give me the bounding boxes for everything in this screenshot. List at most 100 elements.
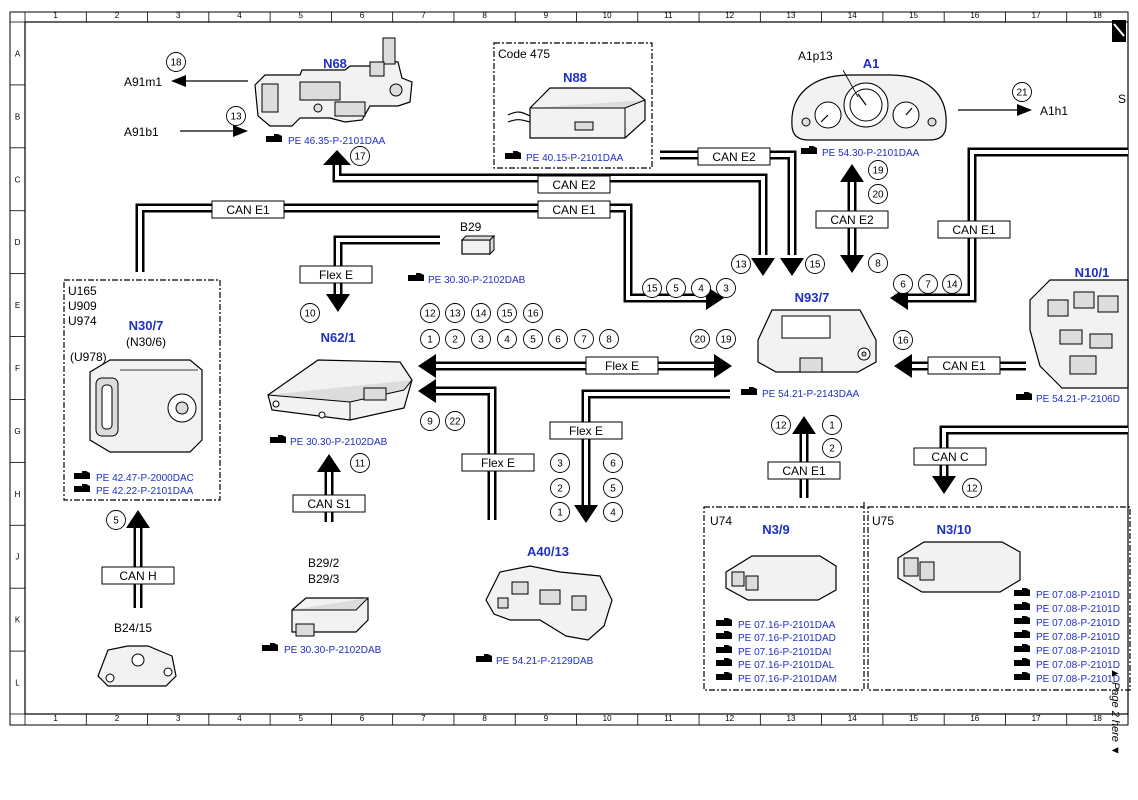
- n88-group-box: [493, 42, 653, 169]
- marker-circle: [822, 415, 842, 435]
- marker-circle: [731, 254, 751, 274]
- marker-number: 2: [452, 335, 458, 346]
- marker-circle: [716, 329, 736, 349]
- grid-col-top: 5: [299, 11, 304, 20]
- corner-mark-icon: [1112, 20, 1126, 42]
- n3-10-ref-2: PE 07.08-P-2101D: [1036, 604, 1120, 615]
- n30-label: N30/7: [129, 318, 164, 333]
- marker-number: 7: [925, 280, 931, 291]
- n3-9-ref-2: PE 07.16-P-2101DAD: [738, 633, 836, 644]
- marker-number: 4: [610, 508, 616, 519]
- n3-10-group-box: [867, 506, 1131, 691]
- marker-number: 4: [504, 335, 510, 346]
- marker-number: 20: [872, 190, 884, 201]
- marker-circle: [471, 303, 491, 323]
- grid-col-top: 10: [603, 11, 612, 20]
- grid-row-label: L: [15, 679, 20, 688]
- marker-circle: [350, 146, 370, 166]
- marker-circle: [868, 160, 888, 180]
- grid-col-top: 17: [1032, 11, 1041, 20]
- n3-10-device-drawing: [897, 541, 1021, 593]
- marker-circle: [350, 453, 370, 473]
- marker-circle: [523, 329, 543, 349]
- marker-number: 3: [557, 459, 563, 470]
- a1p13-label: A1p13: [798, 49, 833, 63]
- marker-circle: [805, 254, 825, 274]
- n30-variant-3: U974: [68, 314, 97, 328]
- n93-label: N93/7: [795, 290, 830, 305]
- marker-circle: [574, 329, 594, 349]
- marker-number: 16: [527, 309, 539, 320]
- marker-circle: [300, 303, 320, 323]
- svg-text:CAN C: CAN C: [931, 450, 969, 464]
- marker-number: 21: [1016, 88, 1028, 99]
- marker-circle: [550, 453, 570, 473]
- n68-ref: PE 46.35-P-2101DAA: [288, 136, 386, 147]
- marker-circle: [1012, 82, 1032, 102]
- n3-9-code: U74: [710, 514, 732, 528]
- svg-text:CAN E2: CAN E2: [552, 178, 596, 192]
- grid-col-top: 8: [482, 11, 487, 20]
- svg-text:CAN H: CAN H: [119, 569, 156, 583]
- n30-alt-label: (N30/6): [126, 335, 166, 349]
- bus-lines: [133, 147, 1128, 608]
- b29-2-label: B29/2: [308, 556, 340, 570]
- n93-device-drawing: [757, 309, 877, 373]
- marker-circle: [893, 274, 913, 294]
- marker-circle: [942, 274, 962, 294]
- marker-circle: [550, 478, 570, 498]
- marker-circle: [868, 253, 888, 273]
- b29-ref: PE 30.30-P-2102DAB: [428, 275, 526, 286]
- marker-circle: [642, 278, 662, 298]
- marker-number: 6: [900, 280, 906, 291]
- grid-col-bottom: 15: [909, 714, 918, 723]
- pointing-hand-icon: [1014, 658, 1030, 666]
- n3-10-ref-4: PE 07.08-P-2101D: [1036, 632, 1120, 643]
- marker-number: 1: [557, 508, 563, 519]
- grid-col-bottom: 3: [176, 714, 181, 723]
- grid-col-top: 4: [237, 11, 242, 20]
- marker-circle: [420, 303, 440, 323]
- n93-ref: PE 54.21-P-2143DAA: [762, 389, 860, 400]
- pointing-hand-icon: [801, 146, 817, 154]
- bus-label-can-c: CAN C: [913, 447, 987, 466]
- marker-number: 19: [872, 166, 884, 177]
- pointing-hand-icon: [1014, 602, 1030, 610]
- marker-number: 2: [829, 444, 835, 455]
- marker-circle: [523, 303, 543, 323]
- n3-10-code: U75: [872, 514, 894, 528]
- grid-marks: 1122334455667788991010111112121313141415…: [10, 11, 1102, 725]
- marker-circle: [550, 502, 570, 522]
- pointing-hand-icon: [74, 484, 90, 492]
- marker-circle: [497, 303, 517, 323]
- marker-circle: [893, 330, 913, 350]
- marker-number: 14: [475, 309, 487, 320]
- bus-label-can-e1-mid: CAN E1: [537, 200, 611, 219]
- marker-number: 16: [897, 336, 909, 347]
- b24-label: B24/15: [114, 621, 152, 635]
- bus-label-flex-e-n62: Flex E: [461, 453, 535, 472]
- n30-device-drawing: [89, 359, 203, 453]
- grid-col-top: 16: [970, 11, 979, 20]
- marker-number: 2: [557, 484, 563, 495]
- n30-ref-1: PE 42.47-P-2000DAC: [96, 473, 194, 484]
- svg-text:CAN E1: CAN E1: [942, 359, 986, 373]
- b29-2-ref: PE 30.30-P-2102DAB: [284, 645, 382, 656]
- n62-device-drawing: [267, 359, 413, 421]
- bus-labels: CAN E2 CAN E2 CAN E1 CAN E1 CAN E2 CAN E…: [101, 147, 1011, 585]
- marker-circle: [771, 415, 791, 435]
- grid-col-bottom: 7: [421, 714, 426, 723]
- marker-number: 8: [606, 335, 612, 346]
- pointing-hand-icon: [1014, 616, 1030, 624]
- svg-text:CAN E1: CAN E1: [782, 464, 826, 478]
- marker-number: 4: [698, 284, 704, 295]
- marker-number: 5: [673, 284, 679, 295]
- svg-text:Flex E: Flex E: [481, 456, 515, 470]
- pointing-hand-icon: [716, 645, 732, 653]
- svg-text:Flex E: Flex E: [319, 268, 353, 282]
- marker-circle: [822, 438, 842, 458]
- grid-col-top: 12: [725, 11, 734, 20]
- marker-number: 3: [478, 335, 484, 346]
- grid-col-bottom: 9: [544, 714, 549, 723]
